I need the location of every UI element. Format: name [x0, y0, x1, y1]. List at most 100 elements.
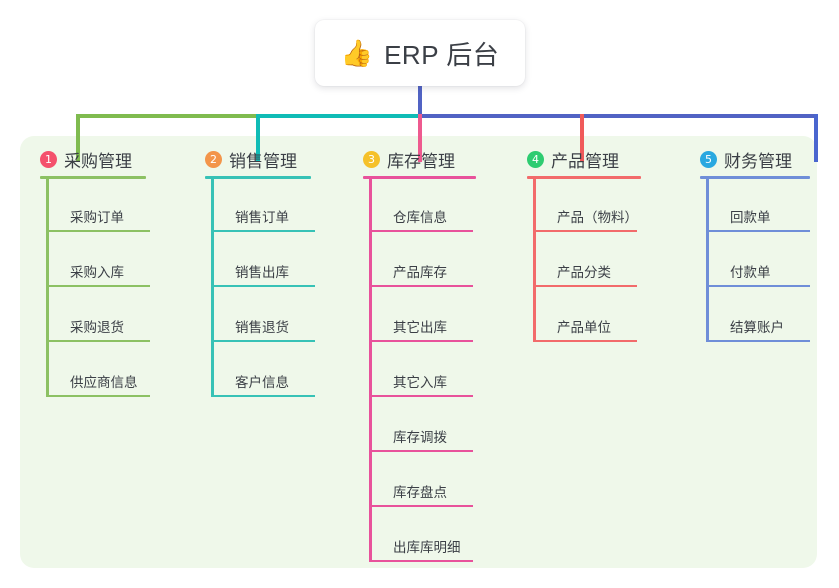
branch-item-underline — [211, 340, 315, 342]
branch-item[interactable]: 采购入库 — [46, 234, 190, 289]
branch-item-underline — [533, 230, 637, 232]
branch-item-label: 销售订单 — [235, 210, 289, 225]
branch-item-label: 采购订单 — [70, 210, 124, 225]
branch-item-label: 采购入库 — [70, 265, 124, 280]
branch-item-label: 供应商信息 — [70, 375, 138, 390]
branch-item-underline — [369, 450, 473, 452]
branch-spine — [706, 179, 709, 342]
branch-header-3[interactable]: 3 库存管理 — [363, 146, 513, 176]
branch-item[interactable]: 其它入库 — [369, 344, 513, 399]
branch-spine — [211, 179, 214, 397]
branch-title: 销售管理 — [229, 151, 297, 171]
branch-header-4[interactable]: 4 产品管理 — [527, 146, 682, 176]
branch-item-underline — [706, 285, 810, 287]
branch-item-list: 仓库信息产品库存其它出库其它入库库存调拨库存盘点出库库明细 — [369, 179, 513, 564]
branch-item-underline — [706, 340, 810, 342]
branch-item-underline — [211, 230, 315, 232]
branch-item[interactable]: 付款单 — [706, 234, 839, 289]
branch-item-underline — [369, 560, 473, 562]
branch-item-label: 库存盘点 — [393, 485, 447, 500]
root-node-label: ERP 后台 — [384, 39, 500, 70]
branch-item[interactable]: 销售退货 — [211, 289, 355, 344]
branch-item-underline — [46, 285, 150, 287]
branch-item[interactable]: 结算账户 — [706, 289, 839, 344]
branch-number-badge: 1 — [40, 150, 57, 168]
branch-item-label: 销售退货 — [235, 320, 289, 335]
branch-item-label: 其它出库 — [393, 320, 447, 335]
connector-bar-green — [76, 114, 258, 118]
branch-item-list: 销售订单销售出库销售退货客户信息 — [211, 179, 355, 399]
branch-item-label: 采购退货 — [70, 320, 124, 335]
branch-item[interactable]: 产品库存 — [369, 234, 513, 289]
connector-drop-5 — [814, 114, 818, 162]
branch-column-1: 1 采购管理采购订单采购入库采购退货供应商信息 — [40, 146, 190, 399]
branch-item[interactable]: 采购订单 — [46, 179, 190, 234]
branch-item[interactable]: 客户信息 — [211, 344, 355, 399]
branch-underline — [527, 176, 641, 179]
branch-item[interactable]: 其它出库 — [369, 289, 513, 344]
branch-item-label: 客户信息 — [235, 375, 289, 390]
branch-item-underline — [211, 395, 315, 397]
branch-header-2[interactable]: 2 销售管理 — [205, 146, 355, 176]
branch-item[interactable]: 产品单位 — [533, 289, 682, 344]
branch-spine — [46, 179, 49, 397]
branch-item-underline — [46, 395, 150, 397]
branch-item-label: 付款单 — [730, 265, 771, 280]
branch-item-underline — [533, 285, 637, 287]
branch-column-4: 4 产品管理产品（物料） 产品分类产品单位 — [527, 146, 682, 344]
branch-item-label: 产品库存 — [393, 265, 447, 280]
branch-item-underline — [369, 230, 473, 232]
branch-item[interactable]: 采购退货 — [46, 289, 190, 344]
branch-item[interactable]: 产品分类 — [533, 234, 682, 289]
branch-item[interactable]: 产品（物料） — [533, 179, 682, 234]
connector-bar-teal — [256, 114, 420, 118]
diagram-panel — [20, 136, 817, 568]
branch-item-label: 结算账户 — [730, 320, 784, 335]
branch-item[interactable]: 库存盘点 — [369, 454, 513, 509]
branch-item-label: 销售出库 — [235, 265, 289, 280]
branch-item-label: 库存调拨 — [393, 430, 447, 445]
branch-number-badge: 4 — [527, 150, 544, 168]
connector-drop-4 — [580, 114, 584, 162]
branch-item-label: 产品（物料） — [557, 210, 638, 225]
branch-item[interactable]: 库存调拨 — [369, 399, 513, 454]
branch-number-badge: 2 — [205, 150, 222, 168]
branch-title: 财务管理 — [724, 151, 792, 171]
branch-column-3: 3 库存管理仓库信息产品库存其它出库其它入库库存调拨库存盘点出库库明细 — [363, 146, 513, 564]
branch-underline — [363, 176, 476, 179]
branch-title: 产品管理 — [551, 151, 619, 171]
branch-item-underline — [369, 340, 473, 342]
branch-title: 采购管理 — [64, 151, 132, 171]
branch-item-underline — [46, 230, 150, 232]
branch-item-label: 仓库信息 — [393, 210, 447, 225]
connector-root-stem — [418, 86, 422, 116]
branch-spine — [369, 179, 372, 562]
branch-item-underline — [369, 395, 473, 397]
connector-drop-3 — [418, 114, 422, 162]
branch-item-underline — [369, 505, 473, 507]
branch-item-label: 回款单 — [730, 210, 771, 225]
branch-item[interactable]: 销售订单 — [211, 179, 355, 234]
branch-number-badge: 3 — [363, 150, 380, 168]
connector-drop-2 — [256, 114, 260, 162]
connector-bar-blue — [418, 114, 818, 118]
branch-item[interactable]: 出库库明细 — [369, 509, 513, 564]
thumbs-up-icon: 👍 — [340, 38, 374, 68]
branch-underline — [700, 176, 810, 179]
branch-spine — [533, 179, 536, 342]
branch-item[interactable]: 销售出库 — [211, 234, 355, 289]
branch-item-list: 采购订单采购入库采购退货供应商信息 — [46, 179, 190, 399]
branch-item[interactable]: 回款单 — [706, 179, 839, 234]
branch-item-underline — [706, 230, 810, 232]
branch-item-label: 产品分类 — [557, 265, 611, 280]
branch-title: 库存管理 — [387, 151, 455, 171]
root-node[interactable]: 👍 ERP 后台 — [315, 20, 525, 86]
branch-item-list: 回款单付款单结算账户 — [706, 179, 839, 344]
branch-item-underline — [211, 285, 315, 287]
branch-header-1[interactable]: 1 采购管理 — [40, 146, 190, 176]
branch-item[interactable]: 仓库信息 — [369, 179, 513, 234]
branch-item-underline — [46, 340, 150, 342]
branch-item[interactable]: 供应商信息 — [46, 344, 190, 399]
